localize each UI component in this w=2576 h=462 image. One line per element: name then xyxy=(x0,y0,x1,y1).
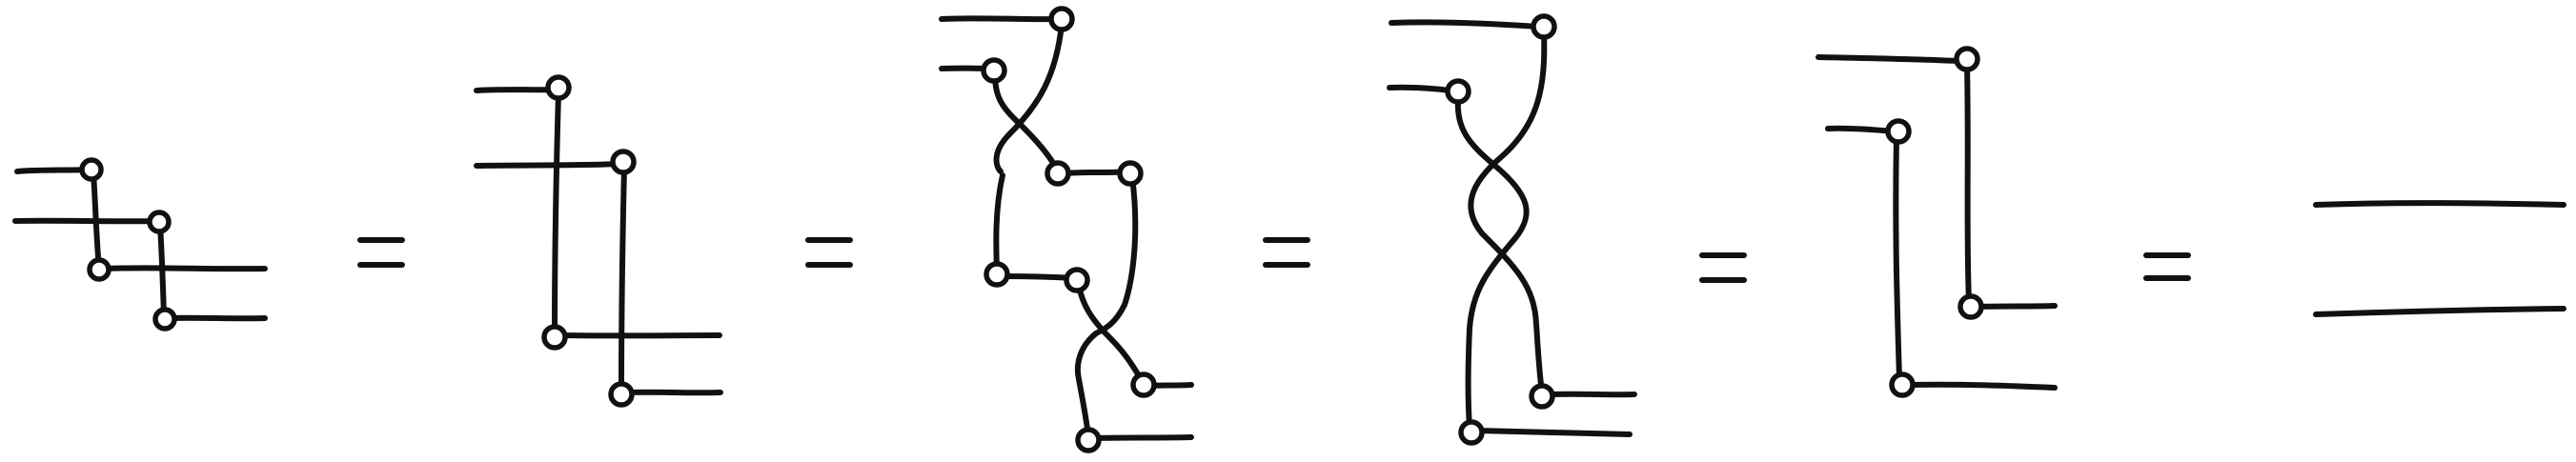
node-cap-2 xyxy=(147,210,172,234)
node-cup-1 xyxy=(87,257,112,282)
node-cap-1 xyxy=(1954,46,1980,72)
node-cup-2 xyxy=(1458,419,1485,446)
wire-out-upper xyxy=(1547,391,1637,398)
diagram-panel-4 xyxy=(1387,13,1637,446)
wire-identity-bottom xyxy=(2313,306,2566,317)
node-cap-2 xyxy=(610,149,637,175)
wire-vertical-1 xyxy=(91,171,102,271)
node-cup-2 xyxy=(608,381,635,408)
wire-left-loop xyxy=(993,172,1005,274)
wire-vertical-outer xyxy=(1964,62,1972,306)
node-cap-2 xyxy=(1885,118,1912,145)
wire-identity-top xyxy=(2313,200,2566,208)
wire-top-left xyxy=(1815,54,1961,64)
node-cap-1 xyxy=(545,74,572,101)
wire-out-upper xyxy=(1974,303,2058,310)
wire-out-lower xyxy=(1474,428,1633,437)
wire-top-left xyxy=(1389,19,1542,30)
node-cup-2 xyxy=(152,307,177,331)
wire-mid-left xyxy=(12,217,161,225)
node-g xyxy=(1130,372,1157,398)
node-cup-1 xyxy=(1529,383,1555,410)
wire-mid-left xyxy=(474,161,622,169)
wire-second-left xyxy=(1825,125,1897,134)
wire-out-lower xyxy=(1905,381,2058,391)
equals-sign-2 xyxy=(805,237,853,268)
wire-mid-right xyxy=(100,265,268,272)
diagram-panel-1 xyxy=(12,157,268,331)
node-cap-1 xyxy=(79,157,104,182)
wire-bottom-right xyxy=(626,389,723,396)
wire-bottom-right xyxy=(165,314,268,322)
diagram-panel-5 xyxy=(1815,46,2058,398)
wire-out-lower xyxy=(1091,434,1194,441)
node-f xyxy=(1064,267,1090,293)
wire-vertical-2 xyxy=(619,165,627,392)
node-h xyxy=(1075,427,1102,453)
wire-vertical-inner xyxy=(1893,132,1902,382)
diagram-panel-2 xyxy=(474,74,723,408)
node-e xyxy=(984,261,1010,288)
node-b xyxy=(981,57,1007,84)
node-cup-1 xyxy=(541,324,568,351)
node-c xyxy=(1045,160,1071,187)
wire-strand-b xyxy=(1454,94,1530,430)
node-cap-1 xyxy=(1531,13,1557,40)
wire-top-left xyxy=(939,15,1063,23)
equals-sign-5 xyxy=(2143,252,2191,281)
node-a xyxy=(1048,6,1075,32)
wire-strand-a xyxy=(1468,30,1548,395)
equals-sign-4 xyxy=(1699,252,1747,283)
node-d xyxy=(1117,160,1144,187)
wire-right-down xyxy=(1093,174,1139,336)
equals-sign-3 xyxy=(1263,237,1310,268)
node-cup-1 xyxy=(1957,293,1984,320)
wire-vertical-1 xyxy=(552,90,561,338)
wire-inner-down xyxy=(992,71,1059,171)
wire-cross-b xyxy=(1075,331,1099,439)
node-cap-2 xyxy=(1445,78,1471,105)
wire-cross-a xyxy=(1076,283,1145,384)
diagram-panel-6 xyxy=(2313,200,2566,317)
equals-sign-1 xyxy=(357,237,405,268)
diagram-panel-3 xyxy=(939,6,1194,453)
node-cup-2 xyxy=(1889,372,1916,398)
wire-outer-down xyxy=(993,22,1065,174)
